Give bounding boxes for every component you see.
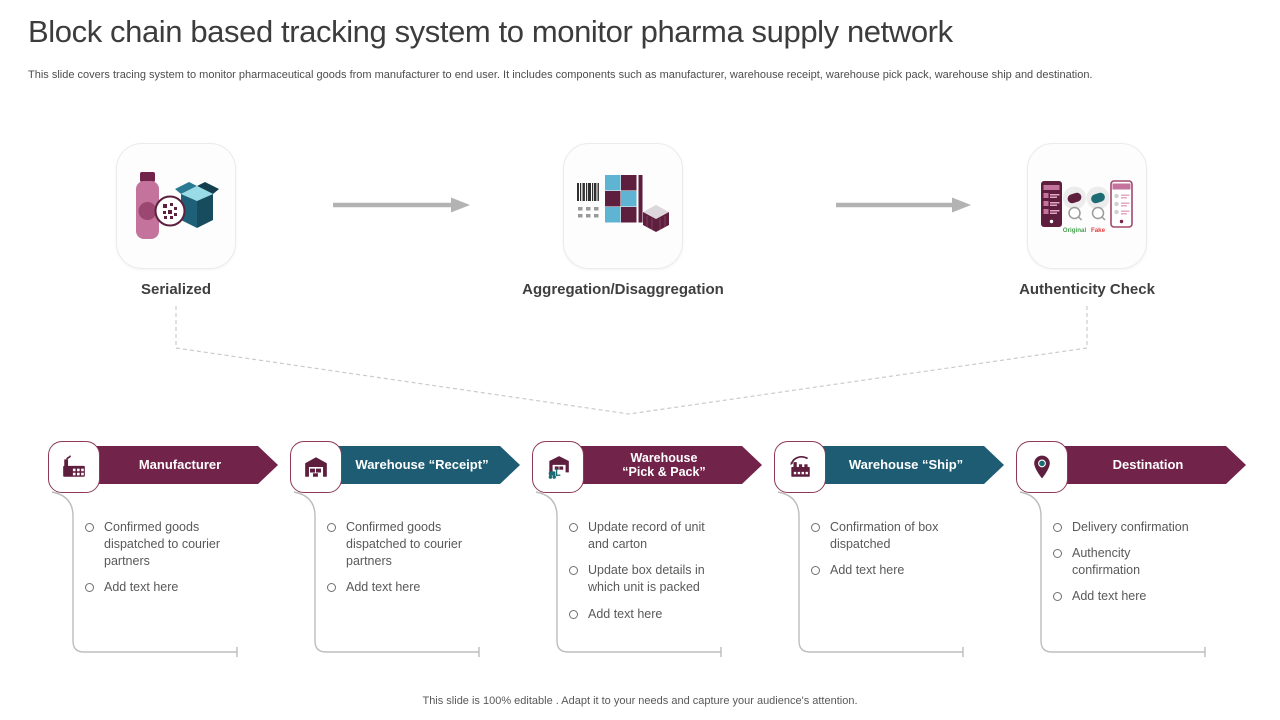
stage-label-authenticity: Authenticity Check (1019, 281, 1155, 298)
step-iconbox-manufacturer (48, 441, 100, 493)
bullet-circle-icon (569, 566, 578, 576)
flow-arrow (333, 197, 470, 213)
list-item: Add text here (85, 579, 226, 596)
step-bullets-warehouse-ship: Confirmation of box dispatched Add text … (811, 519, 972, 588)
stage-card (116, 143, 236, 269)
step-label-line2: “Pick & Pack” (622, 465, 706, 479)
factory-icon (63, 455, 85, 477)
footer-note: This slide is 100% editable . Adapt it t… (422, 695, 858, 707)
list-item: Add text here (569, 606, 720, 623)
step-iconbox-destination (1016, 441, 1068, 493)
list-item: Add text here (1053, 588, 1194, 605)
stage-authenticity: Original Fake Authenticity Check (927, 143, 1247, 298)
step-iconbox-warehouse-pick-pack (532, 441, 584, 493)
location-pin-icon (1034, 455, 1050, 479)
bullet-circle-icon (569, 523, 578, 532)
stage-aggregation: Aggregation/Disaggregation (463, 143, 783, 298)
factory-dispatch-icon (790, 456, 810, 477)
step-banner-warehouse-receipt: Warehouse “Receipt” (332, 446, 520, 484)
step-bullets-manufacturer: Confirmed goods dispatched to courier pa… (85, 519, 226, 606)
dashed-connector-right (628, 306, 1088, 415)
step-bullets-warehouse-pick-pack: Update record of unit and carton Update … (569, 519, 720, 632)
step-banner-warehouse-pick-pack: Warehouse “Pick & Pack” (574, 446, 762, 484)
step-iconbox-warehouse-receipt (290, 441, 342, 493)
step-banner-destination: Destination (1058, 446, 1246, 484)
list-item: Update record of unit and carton (569, 519, 720, 553)
step-banner-warehouse-ship: Warehouse “Ship” (816, 446, 1004, 484)
step-label: Manufacturer (138, 456, 222, 472)
slide-subtitle: This slide covers tracing system to moni… (28, 69, 1093, 81)
warehouse-forklift-icon (548, 456, 569, 479)
bullet-circle-icon (327, 583, 336, 593)
bullet-circle-icon (1053, 523, 1062, 532)
bullet-circle-icon (811, 523, 820, 532)
bullet-circle-icon (1053, 549, 1062, 559)
step-label-line1: Warehouse (630, 450, 698, 465)
page-title: Block chain based tracking system to mon… (28, 14, 953, 49)
fake-label: Fake (1091, 227, 1106, 234)
stage-card: Original Fake (1027, 143, 1147, 269)
bullet-circle-icon (1053, 592, 1062, 602)
stage-card (563, 143, 683, 269)
list-item: Add text here (811, 562, 972, 579)
step-bullets-warehouse-receipt: Confirmed goods dispatched to courier pa… (327, 519, 468, 606)
list-item: Update box details in which unit is pack… (569, 562, 720, 596)
warehouse-icon (305, 457, 327, 477)
stage-label-serialized: Serialized (140, 281, 212, 298)
step-label: Destination (1112, 456, 1184, 472)
phones-original-fake-icon: Original Fake (1041, 180, 1133, 234)
step-label: Warehouse “Ship” (848, 456, 964, 472)
list-item: Confirmed goods dispatched to courier pa… (327, 519, 468, 570)
list-item: Confirmed goods dispatched to courier pa… (85, 519, 226, 570)
list-item: Add text here (327, 579, 468, 596)
step-label: Warehouse “Receipt” (355, 456, 489, 472)
list-item: Authencity confirmation (1053, 545, 1194, 579)
bullet-circle-icon (85, 583, 94, 593)
serialized-bottle-qr-box-icon (136, 172, 219, 239)
step-iconbox-warehouse-ship (774, 441, 826, 493)
stage-serialized: Serialized (16, 143, 336, 298)
bullet-circle-icon (327, 523, 336, 532)
bullet-circle-icon (569, 609, 578, 619)
step-bullets-destination: Delivery confirmation Authencity confirm… (1053, 519, 1194, 615)
dashed-connector-left (175, 306, 630, 415)
list-item: Confirmation of box dispatched (811, 519, 972, 553)
bullet-circle-icon (811, 566, 820, 576)
barcode-cartons-crate-icon (577, 175, 669, 232)
bullet-circle-icon (85, 523, 94, 532)
original-label: Original (1063, 227, 1087, 234)
step-banner-manufacturer: Manufacturer (90, 446, 278, 484)
stage-label-aggregation: Aggregation/Disaggregation (522, 281, 724, 298)
list-item: Delivery confirmation (1053, 519, 1194, 536)
